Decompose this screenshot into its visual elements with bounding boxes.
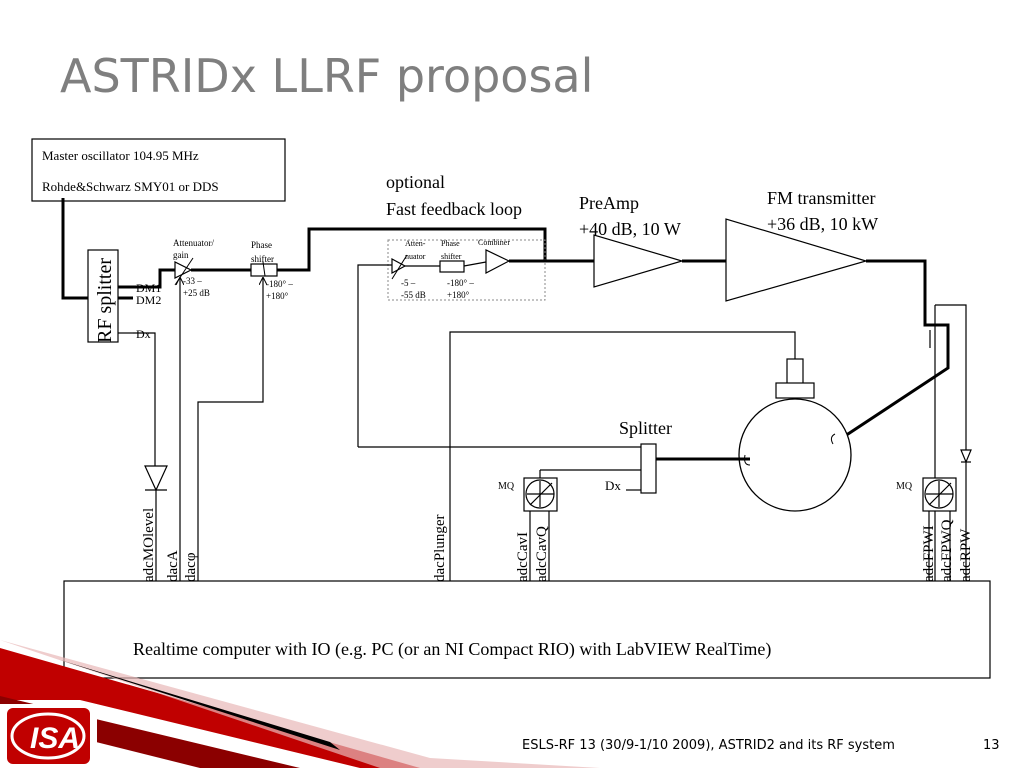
computer-label: Realtime computer with IO (e.g. PC (or a…: [133, 639, 771, 660]
preamp-label: PreAmp: [579, 193, 639, 213]
signal-daca: dacA: [165, 550, 181, 582]
phase-range-1: -180° –: [266, 279, 293, 289]
signal-adcfpwi: adcFPWI: [921, 525, 937, 582]
signal-dacplunger: dacPlunger: [432, 515, 448, 582]
preamp-spec-label: +40 dB, 10 W: [579, 219, 681, 239]
dm2-label: DM2: [136, 293, 161, 307]
phase-shifter-label-2: shifter: [251, 254, 274, 264]
mo-to-splitter-line: [61, 198, 88, 300]
attenuator-symbol: [174, 261, 193, 279]
mq-right-label: MQ: [896, 481, 913, 492]
rpw-detector-symbol: [960, 449, 972, 464]
attenuator-range-2: +25 dB: [183, 288, 210, 298]
fb-phase-label-2: shifter: [441, 252, 462, 261]
signal-adcfpwq: adcFPWQ: [939, 519, 955, 582]
isa-logo: ISA: [0, 704, 97, 768]
mo-level-detector-symbol: [144, 465, 168, 492]
master-oscillator-box: [31, 138, 286, 202]
cavity-plunger-base: [775, 382, 815, 399]
attenuator-range-1: -33 –: [183, 276, 202, 286]
combiner-symbol: [485, 249, 511, 274]
signal-adccavi: adcCavI: [515, 532, 531, 582]
combiner-label: Combiner: [478, 238, 510, 247]
signal-dacphi: dacφ: [183, 552, 199, 582]
fb-attenuator-label-1: Atten-: [405, 239, 426, 248]
splitter-label: Splitter: [619, 418, 672, 438]
mq-left-label: MQ: [498, 481, 515, 492]
fb-attenuator-label-2: nuator: [405, 252, 426, 261]
isa-logo-text: ISA: [30, 722, 80, 755]
optional-label: optional: [386, 172, 445, 192]
dx-right-label: Dx: [605, 478, 621, 493]
signal-adccavq: adcCavQ: [534, 526, 550, 582]
attenuator-label-2: gain: [173, 250, 189, 260]
fast-feedback-region: [387, 239, 546, 301]
feedback-phase-shifter-box: [439, 260, 465, 273]
fm-transmitter-spec-label: +36 dB, 10 kW: [767, 214, 878, 234]
dm1-label: DM1: [136, 281, 161, 295]
llrf-diagram: [31, 138, 991, 679]
phase-shifter-label-1: Phase: [251, 240, 272, 250]
footer-text: ESLS-RF 13 (30/9-1/10 2009), ASTRID2 and…: [522, 738, 895, 753]
splitter-box: [640, 443, 657, 494]
fast-feedback-label: Fast feedback loop: [386, 199, 522, 219]
signal-adcrpw: adcRPW: [958, 528, 974, 582]
master-osc-label-2: Rohde&Schwarz SMY01 or DDS: [42, 179, 219, 194]
slide-title: ASTRIDx LLRF proposal: [60, 49, 593, 103]
preamp-symbol: [593, 234, 685, 288]
dx-left-label: Dx: [136, 327, 151, 341]
attenuator-label-1: Attenuator/: [173, 238, 214, 248]
cavity-circle: [738, 398, 852, 512]
rf-splitter-label: RF splitter: [94, 258, 116, 343]
page-number: 13: [983, 738, 1000, 753]
phase-range-2: +180°: [266, 291, 289, 301]
fm-transmitter-symbol: [725, 218, 869, 302]
fb-atten-range-1: -5 –: [401, 278, 416, 288]
signal-adcmolevel: adcMOlevel: [141, 508, 157, 582]
rf-splitter-box: [87, 249, 119, 343]
fm-transmitter-label: FM transmitter: [767, 188, 876, 208]
diagram-labels: Master oscillator 104.95 MHz Rohde&Schwa…: [42, 148, 974, 660]
cavity-plunger: [786, 358, 804, 385]
fb-phase-range-2: +180°: [447, 290, 470, 300]
main-rf-path: [133, 268, 175, 289]
realtime-computer-box: [63, 580, 991, 679]
fb-phase-label-1: Phase: [441, 239, 460, 248]
master-osc-label-1: Master oscillator 104.95 MHz: [42, 148, 199, 163]
fb-phase-range-1: -180° –: [447, 278, 474, 288]
fb-atten-range-2: -55 dB: [401, 290, 426, 300]
